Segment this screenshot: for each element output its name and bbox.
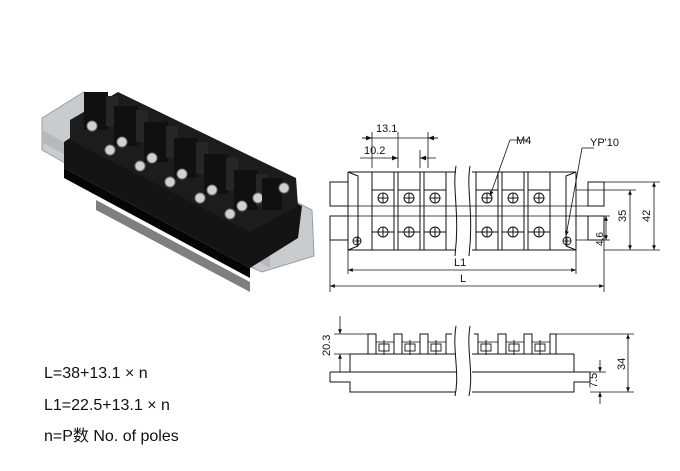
length-inner-label: L1: [454, 257, 466, 269]
top-body-left: [347, 171, 456, 251]
length-total-label: L: [460, 273, 466, 285]
poles-formula: n=P数 No. of poles: [44, 428, 179, 445]
top-pole-cells: [371, 171, 551, 251]
base-height-label: 7.5: [588, 373, 600, 388]
height-total-label: 42: [641, 210, 653, 222]
block-base-front: [64, 168, 250, 278]
top-height-label: 20.3: [321, 335, 333, 356]
rail-lines: [330, 205, 604, 217]
left-end-bracket-bottom: [329, 215, 349, 241]
right-end-bracket-top: [587, 181, 605, 207]
left-end-bracket-top: [329, 181, 349, 207]
inner-width-label: 10.2: [364, 145, 385, 157]
total-height-label: 34: [616, 358, 628, 370]
screw-icons: [377, 192, 545, 238]
right-end-plate: [565, 171, 577, 251]
break-line-right: [468, 165, 472, 257]
screw-label: M4: [516, 135, 531, 147]
side-view-drawing: [329, 316, 634, 404]
left-end-plate: [347, 171, 359, 251]
break-line-left: [454, 165, 458, 257]
top-view-drawing: [329, 132, 660, 292]
length-inner-formula: L1=22.5+13.1 × n: [44, 397, 170, 414]
pitch-label: 13.1: [376, 123, 397, 135]
terminal-symbols: [378, 340, 546, 355]
terminal-block-photo: [41, 91, 315, 292]
mount-label: YP'10: [590, 137, 619, 149]
offset-label: 4.6: [595, 232, 606, 246]
pole-towers: [84, 92, 290, 220]
length-formula: L=38+13.1 × n: [44, 365, 148, 382]
height-inner-label: 35: [617, 210, 629, 222]
